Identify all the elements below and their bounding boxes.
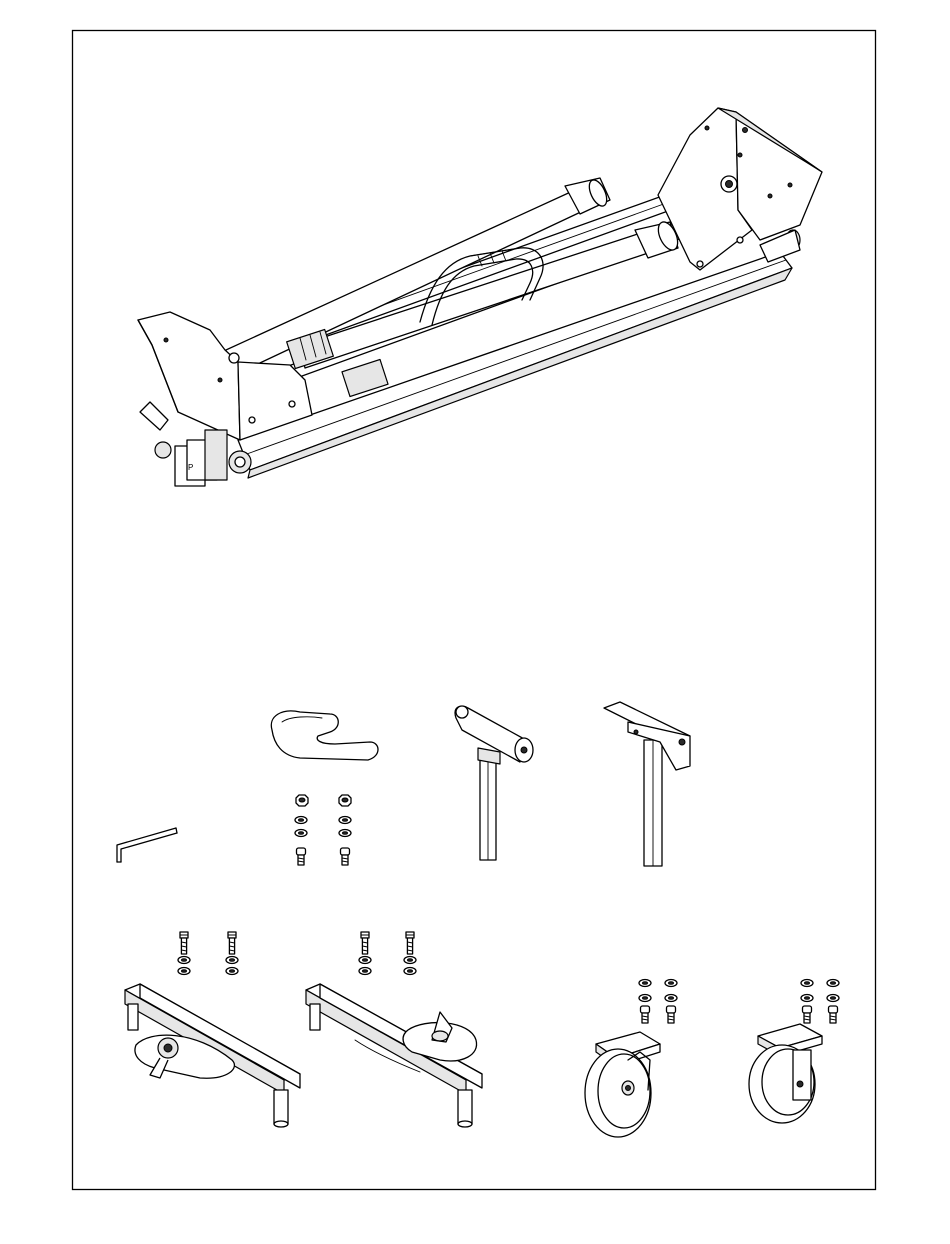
mounting-bracket-left — [125, 932, 300, 1127]
mounting-bracket-right — [306, 932, 482, 1127]
fixed-caster-wheel — [749, 980, 839, 1124]
folding-stand-frame: P — [138, 108, 822, 486]
frame-marker-label: P — [188, 463, 193, 472]
stop-support — [604, 702, 690, 866]
handle-hardware — [295, 795, 351, 865]
hex-key — [117, 828, 177, 862]
swivel-caster-wheel — [585, 980, 677, 1138]
roller-support — [455, 706, 533, 860]
carry-handle — [271, 711, 378, 760]
